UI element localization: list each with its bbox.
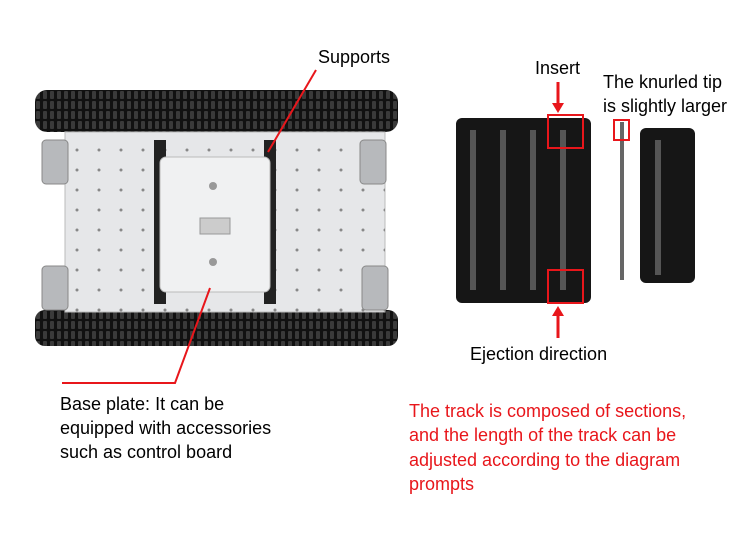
track-note-2: and the length of the track can be: [409, 425, 677, 445]
ejection-label: Ejection direction: [470, 344, 608, 364]
bottom-track: [35, 310, 398, 346]
track-sections-photo: [456, 118, 695, 303]
track-note-4: prompts: [409, 474, 475, 494]
base-plate-label-2: equipped with accessories: [60, 418, 272, 438]
insert-label: Insert: [535, 58, 581, 78]
knurled-tip-box: [613, 119, 630, 141]
knurled-tip-label-1: The knurled tip: [603, 72, 723, 92]
annotations: [62, 69, 630, 384]
ejection-box: [547, 269, 584, 304]
track-note-3: adjusted according to the diagram: [409, 450, 681, 470]
pin: [620, 122, 624, 280]
top-track: [35, 90, 398, 132]
insert-box: [547, 114, 584, 149]
base-plate-label-1: Base plate: It can be: [60, 394, 225, 414]
track-note-1: The track is composed of sections,: [409, 401, 687, 421]
base-plate-label-3: such as control board: [60, 442, 233, 462]
tank-chassis-photo: [35, 90, 398, 346]
knurled-tip-label-2: is slightly larger: [603, 96, 728, 116]
supports-label: Supports: [318, 47, 391, 67]
motors: [41, 139, 389, 311]
